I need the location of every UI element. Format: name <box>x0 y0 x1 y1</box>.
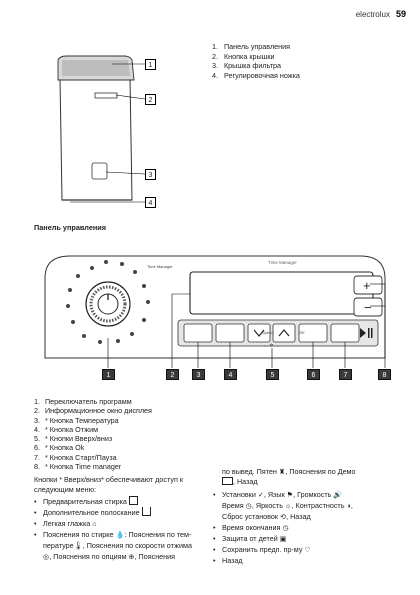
list-item: 3.* Кнопка Температура <box>34 415 119 425</box>
list-item: Легкая глажка ⌂ <box>34 518 214 529</box>
iron-icon: ⌂ <box>92 519 97 528</box>
washing-machine-illustration <box>57 55 146 203</box>
list-item: 4.Регулировочная ножка <box>212 70 300 80</box>
list-item: Защита от детей ▣ <box>213 533 408 544</box>
panel-callout-4: 4 <box>224 369 237 380</box>
list-item: Пояснения по стирке 💧: Пояснения по тем-… <box>34 529 214 562</box>
svg-text:+: + <box>363 278 371 293</box>
list-item: Время окончания ◷ <box>213 522 408 533</box>
drop-icon: 💧 <box>115 530 125 539</box>
list-item: Назад <box>213 555 408 566</box>
list-item: Установки ✓, Язык ⚑, Громкость 🔊 Время ◷… <box>213 489 408 522</box>
list-item: 1.Панель управления <box>212 42 291 51</box>
list-item: Дополнительное полоскание <box>34 507 214 518</box>
panel-callout-2: 2 <box>166 369 179 380</box>
callout-1: 1 <box>145 59 156 70</box>
svg-text:−: − <box>364 300 372 315</box>
menu-list-left: Предварительная стирка Дополнительное по… <box>34 496 214 562</box>
end-time-icon: ◷ <box>282 523 289 532</box>
heart-icon: ♡ <box>304 545 311 554</box>
list-item: 2.Информационное окно дисплея <box>34 406 152 416</box>
list-item: 1.Переключатель программ <box>34 397 132 406</box>
list-item: Сохранить предп. пр-му ♡ <box>213 544 408 555</box>
list-item: 2.Кнопка крышки <box>212 51 275 61</box>
rinse-icon <box>141 507 151 516</box>
panel-label: Time Manager <box>268 260 297 265</box>
panel-callout-8: 8 <box>378 369 391 380</box>
list-item: 6.* Кнопка Ok <box>34 443 85 453</box>
panel-callout-7: 7 <box>339 369 352 380</box>
brightness-icon: ☼ <box>284 501 292 510</box>
options-icon: ⊕ <box>128 552 135 561</box>
volume-icon: 🔊 <box>333 490 343 499</box>
parts-list: 1.Панель управления 2.Кнопка крышки 3.Кр… <box>212 42 300 80</box>
brand-name: electrolux <box>355 10 390 19</box>
page-header: electrolux 59 <box>356 9 406 19</box>
callout-2: 2 <box>145 94 156 105</box>
list-item: 4.* Кнопка Отжим <box>34 424 99 434</box>
ok-label: OK <box>299 330 305 335</box>
list-item: Предварительная стирка <box>34 496 214 507</box>
right-text: по вывед. Пятен ♜, Пояснения по Демо , Н… <box>222 467 356 487</box>
clock-icon: ◷ <box>245 501 252 510</box>
panel-legend: 1.Переключатель программ 2.Информационно… <box>34 397 152 471</box>
menu-list-right: Установки ✓, Язык ⚑, Громкость 🔊 Время ◷… <box>213 489 408 566</box>
callout-4: 4 <box>145 197 156 208</box>
reset-icon: ⟲ <box>280 512 287 521</box>
child-lock-icon: ▣ <box>279 534 287 543</box>
demo-icon <box>222 477 233 486</box>
list-item: 8.* Кнопка Time manager <box>34 462 122 472</box>
intro-text: Кнопки * Вверх/вниз* обеспечивают доступ… <box>34 475 183 495</box>
settings-icon: ✓ <box>257 490 264 499</box>
contrast-icon: ◑ <box>346 501 351 510</box>
thermometer-icon: 🌡 <box>73 541 83 550</box>
prewash-icon <box>128 496 138 505</box>
panel-callout-6: 6 <box>307 369 320 380</box>
list-item: 7.* Кнопка Старт/Пауза <box>34 452 117 462</box>
panel-callout-5: 5 <box>266 369 279 380</box>
time-manager-label: Time Manager <box>147 264 173 269</box>
list-item: 3.Крышка фильтра <box>212 61 282 71</box>
panel-callout-3: 3 <box>192 369 205 380</box>
flag-icon: ⚑ <box>286 490 294 499</box>
speed-label: Speed <box>262 330 274 335</box>
list-item: 5.* Кнопки Вверх/вниз <box>34 434 113 444</box>
section-title: Панель управления <box>34 223 107 232</box>
callout-3: 3 <box>145 169 156 180</box>
spin-icon: ◎ <box>43 552 50 561</box>
page-number: 59 <box>395 9 406 19</box>
stain-icon: ♜ <box>278 467 286 476</box>
control-panel-illustration: + − <box>44 255 386 368</box>
arrows-label: ← ✲ → <box>263 343 280 349</box>
panel-callout-1: 1 <box>102 369 115 380</box>
